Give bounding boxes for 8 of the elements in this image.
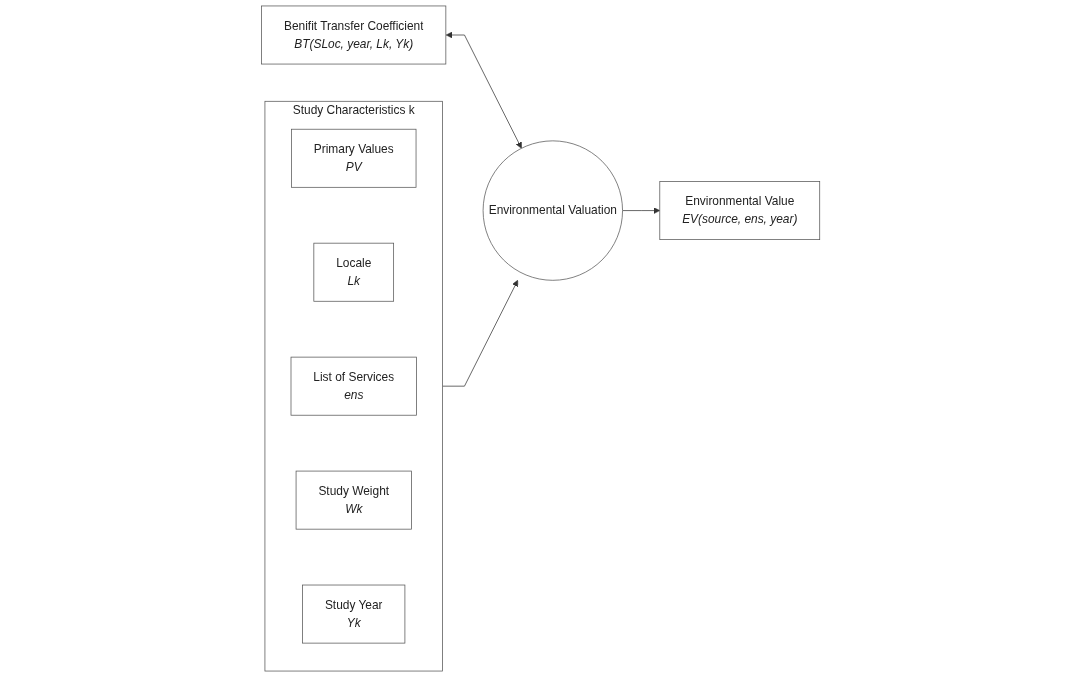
node-box: Primary Values PV: [291, 128, 417, 188]
node-box: Locale Lk: [313, 242, 395, 302]
node-box: Study Year Yk: [302, 584, 406, 644]
node-box: Environmental Value EV(source, ens, year): [659, 181, 821, 240]
node-circle: Environmental Valuation: [483, 140, 624, 281]
node-box: List of Services ens: [290, 356, 418, 416]
node-box: Study Weight Wk: [296, 470, 413, 530]
node-box: Benifit Transfer Coefficient BT(SLoc, year, Lk, Yk): [261, 5, 447, 65]
